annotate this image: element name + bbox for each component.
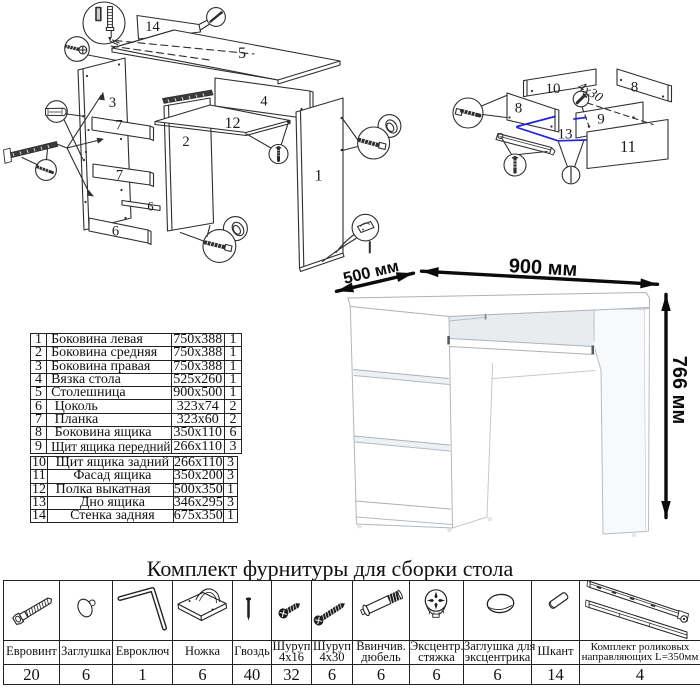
- svg-text:7: 7: [116, 168, 123, 184]
- svg-text:2: 2: [182, 134, 189, 150]
- svg-text:6: 6: [147, 200, 153, 214]
- svg-text:5: 5: [238, 45, 246, 62]
- svg-text:12: 12: [225, 115, 241, 132]
- svg-text:8: 8: [631, 80, 639, 96]
- svg-text:11: 11: [620, 137, 636, 156]
- svg-text:4: 4: [260, 94, 268, 110]
- svg-text:6: 6: [112, 224, 119, 240]
- svg-text:13: 13: [558, 127, 573, 143]
- svg-text:7: 7: [115, 118, 122, 134]
- svg-text:10: 10: [546, 81, 561, 97]
- svg-text:766 мм: 766 мм: [668, 356, 690, 425]
- svg-text:900 мм: 900 мм: [508, 255, 578, 281]
- svg-text:1: 1: [315, 168, 323, 185]
- svg-text:3: 3: [109, 95, 116, 111]
- svg-text:8: 8: [515, 101, 523, 117]
- svg-text:9: 9: [597, 112, 605, 128]
- svg-text:14: 14: [145, 19, 160, 35]
